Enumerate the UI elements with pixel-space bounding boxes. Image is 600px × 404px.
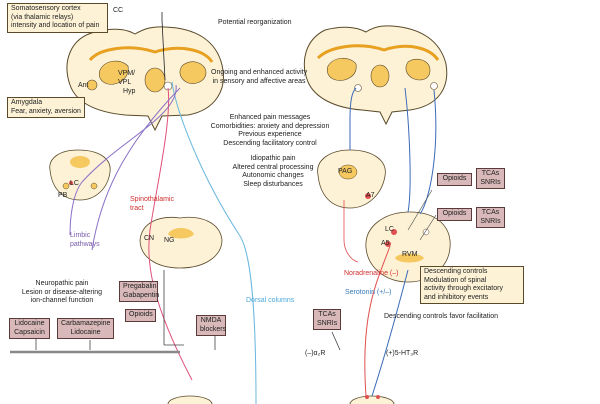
potential-reorganization-label: Potential reorganization [218, 19, 292, 26]
tcas-pag-line-2: SNRIs [480, 178, 501, 186]
spinothalamic-path [148, 87, 193, 381]
pregabalin-box: Pregabalin Gabapentin [119, 281, 160, 302]
carbamazepine-line-1: Carbamazepine [61, 320, 111, 327]
somatosensory-line-1: Somatosensory cortex [11, 5, 81, 12]
somatosensory-box: Somatosensory cortex (via thalamic relay… [7, 3, 108, 33]
nmda-line-2: blockers [200, 325, 227, 333]
enhanced-line-2: Comorbidities: anxiety and depression [210, 122, 330, 130]
spinal-cord-left [167, 395, 213, 404]
descending-line-2: Modulation of spinal [424, 276, 487, 284]
tcas-spinal-line-1: TCAs [318, 311, 336, 318]
left-midbrain [49, 149, 111, 201]
vpm-label: VPM/ VPL [118, 70, 135, 87]
pregabalin-line-2: Gabapentin [123, 291, 160, 299]
enhanced-line-4: Descending facilitatory control [223, 139, 317, 147]
spinothalamic-line-1: Spinothalamic [130, 196, 174, 203]
neuropathic-pain-label: Neuropathic pain Lesion or disease-alter… [14, 280, 110, 306]
descending-line-4: and inhibitory events [424, 293, 489, 301]
lidocaine-line-2: Capsaicin [14, 328, 45, 336]
ng-label: NG [164, 237, 175, 244]
left-medulla [139, 216, 223, 269]
enhanced-pain-label: Enhanced pain messages Comorbidities: an… [210, 114, 330, 148]
lc-right-label: LC [385, 226, 394, 233]
ongoing-activity-label: Ongoing and enhanced activity in sensory… [211, 69, 307, 86]
spinothalamic-label: Spinothalamic tract [130, 196, 174, 213]
amygdala-line-1: Amygdala [11, 99, 43, 106]
limbic-label: Limbic pathways [70, 232, 100, 249]
idiopathic-line-3: Autonomic changes [242, 172, 304, 179]
pb-label: PB [58, 192, 68, 199]
carbamazepine-line-2: Lidocaine [70, 328, 101, 336]
limbic-line-2: pathways [70, 240, 100, 248]
lc-left-label: LC [70, 180, 79, 187]
left-brain [66, 26, 224, 132]
idiopathic-pain-label: Idiopathic pain Altered central processi… [228, 155, 318, 189]
tcas-pag-box: TCAs SNRIs [476, 168, 505, 189]
ht3r-label: (+)5-HT₃R [386, 350, 419, 357]
tcas-lc-line-2: SNRIs [480, 217, 501, 225]
somatosensory-line-3: intensity and location of pain [11, 22, 100, 29]
vpm-line-1: VPM/ [118, 70, 136, 77]
idiopathic-line-2: Altered central processing [232, 163, 314, 171]
neuropathic-line-3: ion-channel function [30, 297, 94, 304]
tcas-spinal-line-2: SNRIs [317, 319, 338, 327]
descending-controls-box: Descending controls Modulation of spinal… [420, 266, 524, 304]
ongoing-line-1: Ongoing and enhanced activity [211, 69, 308, 76]
right-midbrain [317, 149, 386, 209]
cc-label: CC [113, 7, 124, 14]
opioids-lc-box: Opioids [437, 208, 472, 221]
vpm-line-2: VPL [118, 78, 132, 86]
ant-label: Ant [78, 82, 89, 89]
pag-label: PAG [338, 168, 353, 175]
serotonin-path [371, 269, 409, 397]
hyp-label: Hyp [123, 88, 136, 95]
cc-pointer [161, 12, 166, 81]
descending-line-3: activity through excitatory [424, 285, 503, 292]
nmda-blockers-box: NMDA blockers [196, 315, 226, 336]
enhanced-line-1: Enhanced pain messages [229, 114, 311, 121]
descending-line-1: Descending controls [424, 268, 488, 275]
alpha2r-label: (–)α₂R [305, 350, 326, 357]
right-brain [303, 25, 448, 126]
amygdala-line-2: Fear, anxiety, aversion [11, 107, 81, 115]
noradrenaline-label: Noradrenaline (–) [344, 270, 399, 277]
limbic-line-1: Limbic [70, 232, 91, 239]
lidocaine-box: Lidocaine Capsaicin [9, 318, 50, 339]
limbic-path [69, 84, 177, 236]
opioids-pag-box: Opioids [437, 173, 472, 186]
a7-label: A7 [366, 192, 375, 199]
tcas-spinal-box: TCAs SNRIs [313, 309, 341, 330]
dorsal-column-path [171, 81, 257, 404]
enhanced-line-3: Previous experience [238, 131, 302, 138]
serotonin-label: Serotonin (+/–) [345, 289, 392, 296]
noradrenaline-path [364, 245, 391, 397]
tcas-lc-box: TCAs SNRIs [476, 207, 505, 228]
dorsal-columns-label: Dorsal columns [246, 297, 295, 304]
favor-facilitation-label: Descending controls favor facilitation [384, 313, 499, 320]
neuropathic-line-1: Neuropathic pain [35, 280, 89, 287]
tcas-lc-line-1: TCAs [481, 209, 500, 216]
lidocaine-line-1: Lidocaine [14, 320, 45, 327]
neuropathic-line-2: Lesion or disease-altering [21, 288, 103, 296]
tcas-pag-line-1: TCAs [481, 170, 500, 177]
ongoing-line-2: in sensory and affective areas [212, 77, 306, 85]
nmda-line-1: NMDA [200, 317, 222, 324]
idiopathic-line-4: Sleep disturbances [243, 180, 303, 188]
carbamazepine-box: Carbamazepine Lidocaine [57, 318, 114, 339]
somatosensory-line-2: (via thalamic relays) [11, 13, 74, 21]
spinothalamic-line-2: tract [130, 204, 144, 212]
rvm-label: RVM [402, 251, 418, 258]
idiopathic-line-1: Idiopathic pain [250, 155, 296, 162]
opioids-spinal-box: Opioids [125, 309, 156, 322]
spinal-cord-right [349, 395, 395, 404]
cn-label: CN [144, 235, 155, 242]
a5-label: A5 [381, 240, 390, 247]
descending-blue-1 [404, 87, 411, 213]
pregabalin-line-1: Pregabalin [123, 283, 157, 290]
amygdala-box: Amygdala Fear, anxiety, aversion [7, 97, 85, 118]
